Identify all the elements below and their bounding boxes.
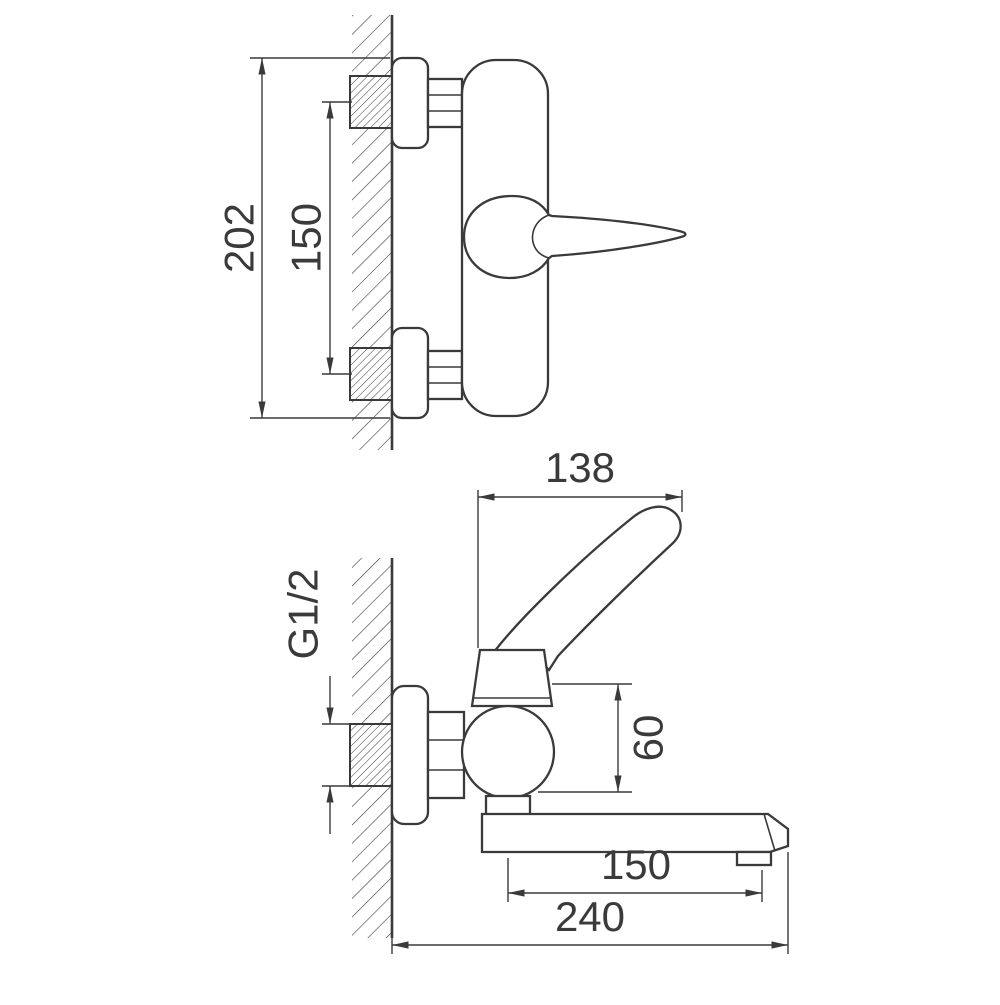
dim-label-side-handle-reach: 138 (545, 444, 615, 491)
dimension-150-side: 150 (507, 841, 763, 902)
lever-contour-line (531, 214, 550, 259)
threaded-inlet-icon (349, 75, 393, 129)
lever-handle-side (470, 505, 682, 708)
aerator (735, 850, 773, 867)
dim-label-side-spout-length: 150 (601, 841, 671, 888)
dim-label-front-inlet-spacing: 150 (283, 203, 330, 273)
lever-arm-shape (491, 505, 682, 672)
hex-nut (426, 77, 464, 129)
spout-tube (480, 812, 790, 854)
threaded-inlet-icon (349, 723, 393, 787)
handle-hub-shape (470, 648, 554, 708)
dimension-60: 60 (538, 683, 672, 793)
lever-handle-shape (462, 194, 687, 280)
threaded-inlet-icon (349, 347, 393, 401)
lever-handle-front (462, 194, 687, 280)
dimension-202: 202 (216, 57, 390, 419)
top-inlet-mount (349, 56, 464, 150)
side-view: 138 G1/2 60 150 240 (280, 444, 790, 954)
hex-nut (426, 349, 464, 401)
spout (480, 794, 790, 867)
wall-flange (390, 56, 430, 150)
dimension-150-front: 150 (283, 101, 352, 375)
hex-nut-side (426, 710, 466, 800)
wall-flange (390, 326, 430, 420)
dim-label-side-body-height: 60 (625, 715, 672, 762)
dimension-138: 138 (477, 444, 683, 648)
dim-label-thread-size: G1/2 (280, 568, 327, 659)
mixer-body-side (460, 704, 556, 800)
dimension-thread-size: G1/2 (280, 568, 352, 834)
wall-flange-side (390, 684, 430, 826)
bottom-inlet-mount (349, 326, 464, 420)
front-view: 202 150 (216, 15, 687, 450)
spout-tip-joint-line (763, 813, 776, 852)
dimension-240: 240 (391, 852, 789, 954)
dim-label-front-overall-height: 202 (216, 203, 263, 273)
dim-label-side-overall-depth: 240 (555, 893, 625, 940)
